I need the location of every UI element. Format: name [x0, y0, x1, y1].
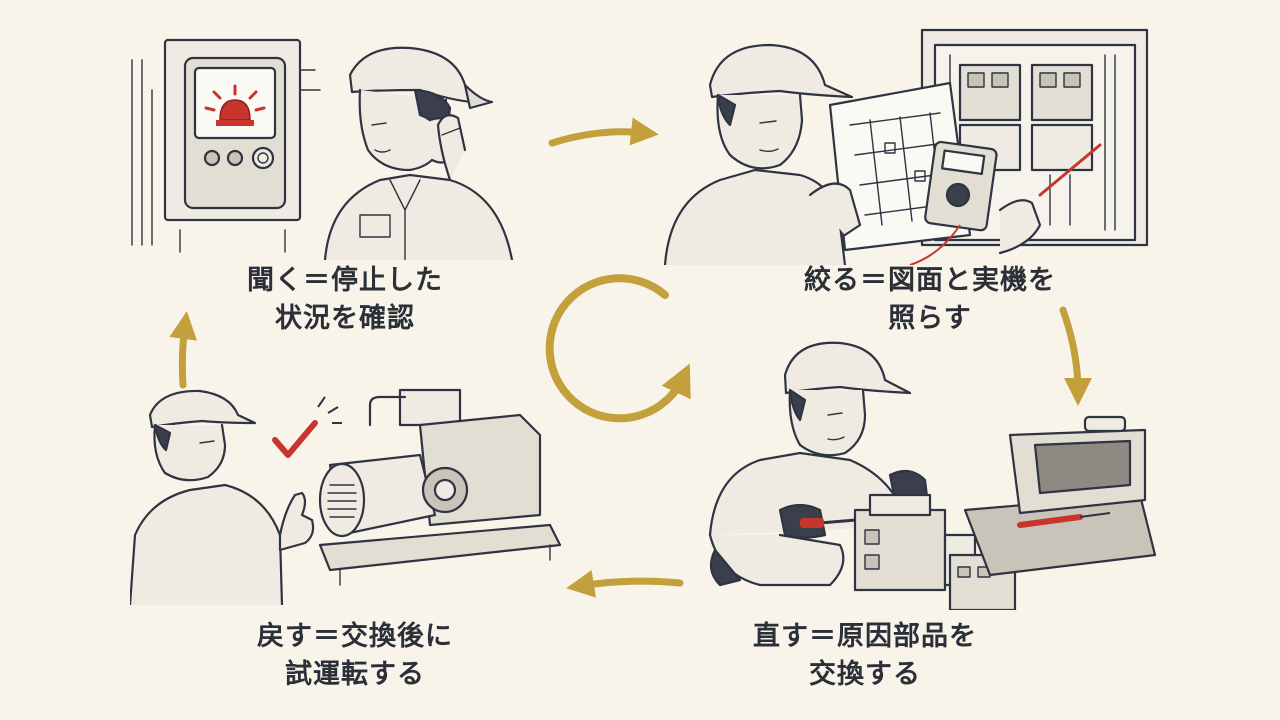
toolbox-icon: [963, 415, 1157, 577]
step-fix-line1: 直す＝原因部品を: [753, 621, 977, 652]
alarm-light-icon: [204, 84, 266, 126]
step-listen-line1: 聞く＝停止した: [247, 265, 443, 296]
step-listen-illustration: [120, 30, 540, 260]
step-fix-line2: 交換する: [809, 659, 921, 690]
arrow-restore-to-listen: [169, 311, 198, 389]
step-narrow-illustration: [660, 25, 1160, 265]
step-narrow-line2: 照らす: [888, 303, 972, 334]
step-listen-line2: 状況を確認: [275, 303, 415, 334]
motor-pump-illustration: [318, 388, 562, 586]
technician-repairing: [708, 341, 930, 587]
step-restore-caption: 戻す＝交換後に 試運転する: [205, 618, 505, 694]
motor-vent: [327, 484, 357, 518]
control-panel-illustration: [131, 38, 321, 253]
step-fix-caption: 直す＝原因部品を 交換する: [700, 618, 1030, 694]
step-narrow-caption: 絞る＝図面と実機を 照らす: [760, 262, 1100, 338]
contactor-parts: [853, 493, 1017, 610]
step-listen-caption: 聞く＝停止した 状況を確認: [200, 262, 490, 338]
step-narrow-line1: 絞る＝図面と実機を: [804, 265, 1056, 296]
step-restore-line2: 試運転する: [285, 659, 425, 690]
step-restore-line1: 戻す＝交換後に: [257, 621, 453, 652]
arrow-fix-to-restore: [566, 569, 684, 598]
arrow-listen-to-narrow: [548, 117, 659, 147]
technician-inspecting: [663, 43, 1042, 265]
multimeter-icon: [909, 140, 998, 265]
technician-thumbs-up: [130, 389, 315, 605]
step-fix-illustration: [700, 335, 1160, 610]
technician-listening: [323, 46, 514, 260]
check-mark-icon: [272, 396, 342, 458]
step-restore-illustration: [130, 385, 570, 605]
